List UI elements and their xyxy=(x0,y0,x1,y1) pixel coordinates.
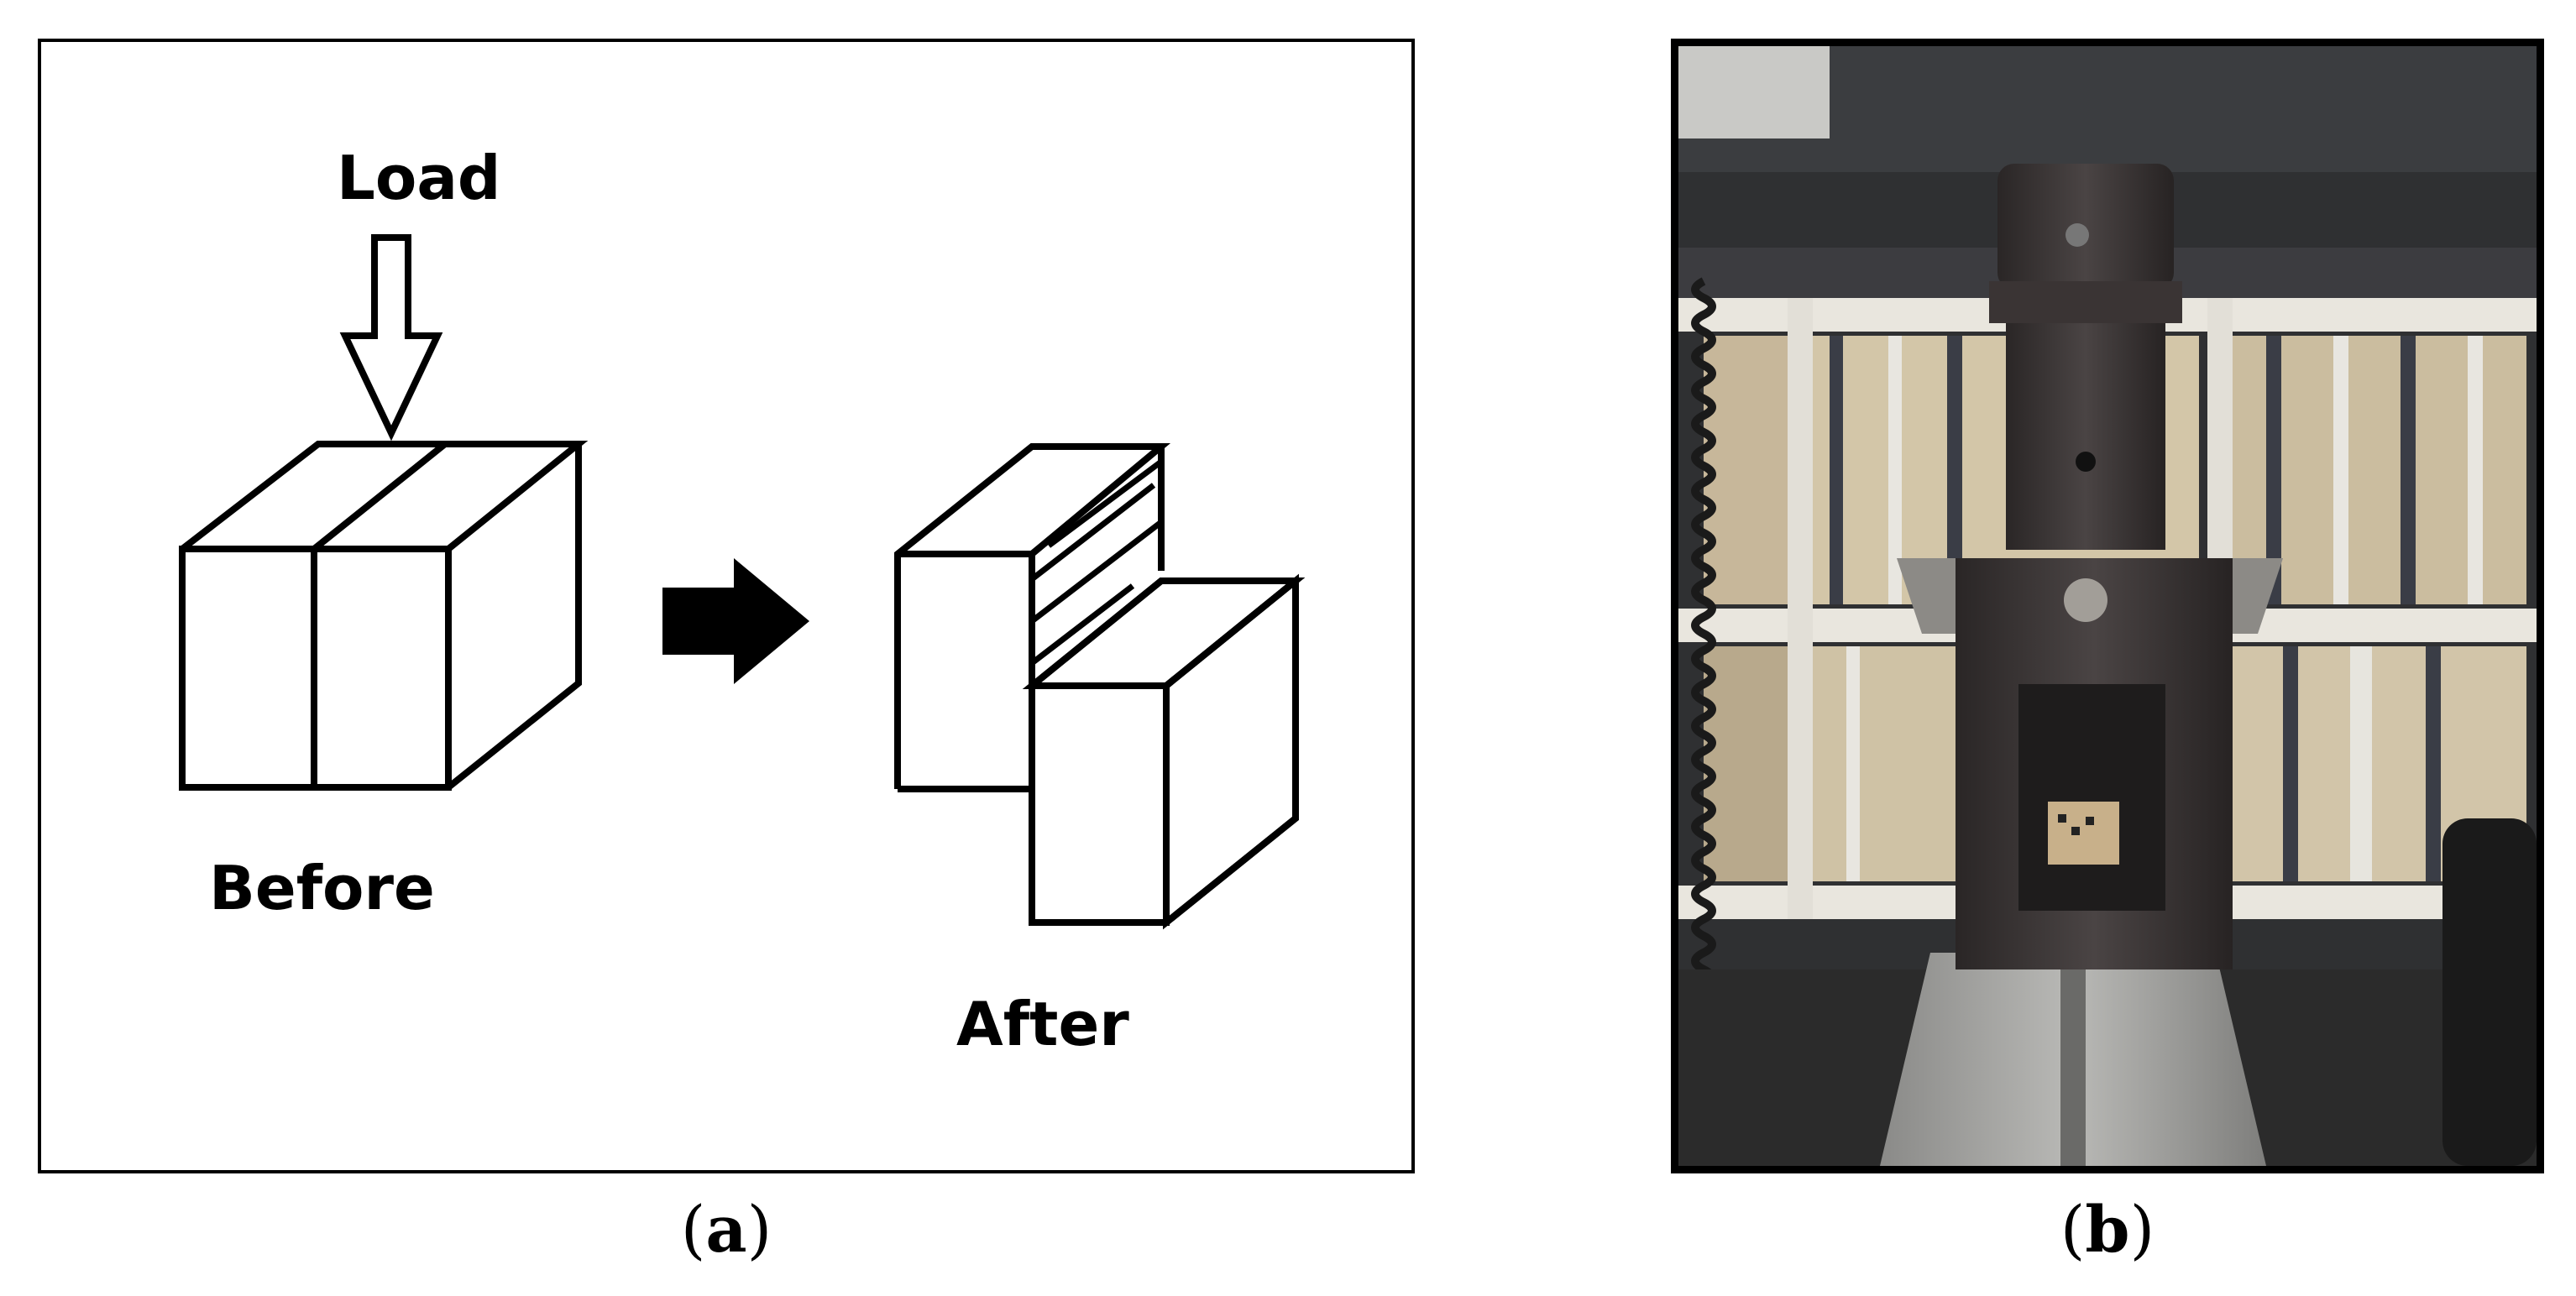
photo-illustration xyxy=(1678,46,2537,1166)
caption-a-letter: a xyxy=(705,1192,747,1267)
caption-b: (b) xyxy=(2060,1192,2155,1267)
before-block xyxy=(179,441,589,791)
caption-a: (a) xyxy=(680,1192,772,1267)
coiled-cable xyxy=(1691,277,1716,990)
shear-diagram xyxy=(179,234,1306,930)
schematic-panel: Load Before After xyxy=(38,39,1415,1173)
transition-arrow-icon xyxy=(662,558,809,684)
after-label: After xyxy=(956,989,1129,1059)
load-arrow-icon xyxy=(339,234,443,442)
caption-b-letter: b xyxy=(2085,1192,2130,1267)
specimen xyxy=(2048,802,2119,865)
after-lower-block-edges xyxy=(1029,577,1306,926)
before-label: Before xyxy=(209,853,435,923)
load-label: Load xyxy=(337,143,501,213)
test-fixture-photo xyxy=(1671,39,2544,1173)
